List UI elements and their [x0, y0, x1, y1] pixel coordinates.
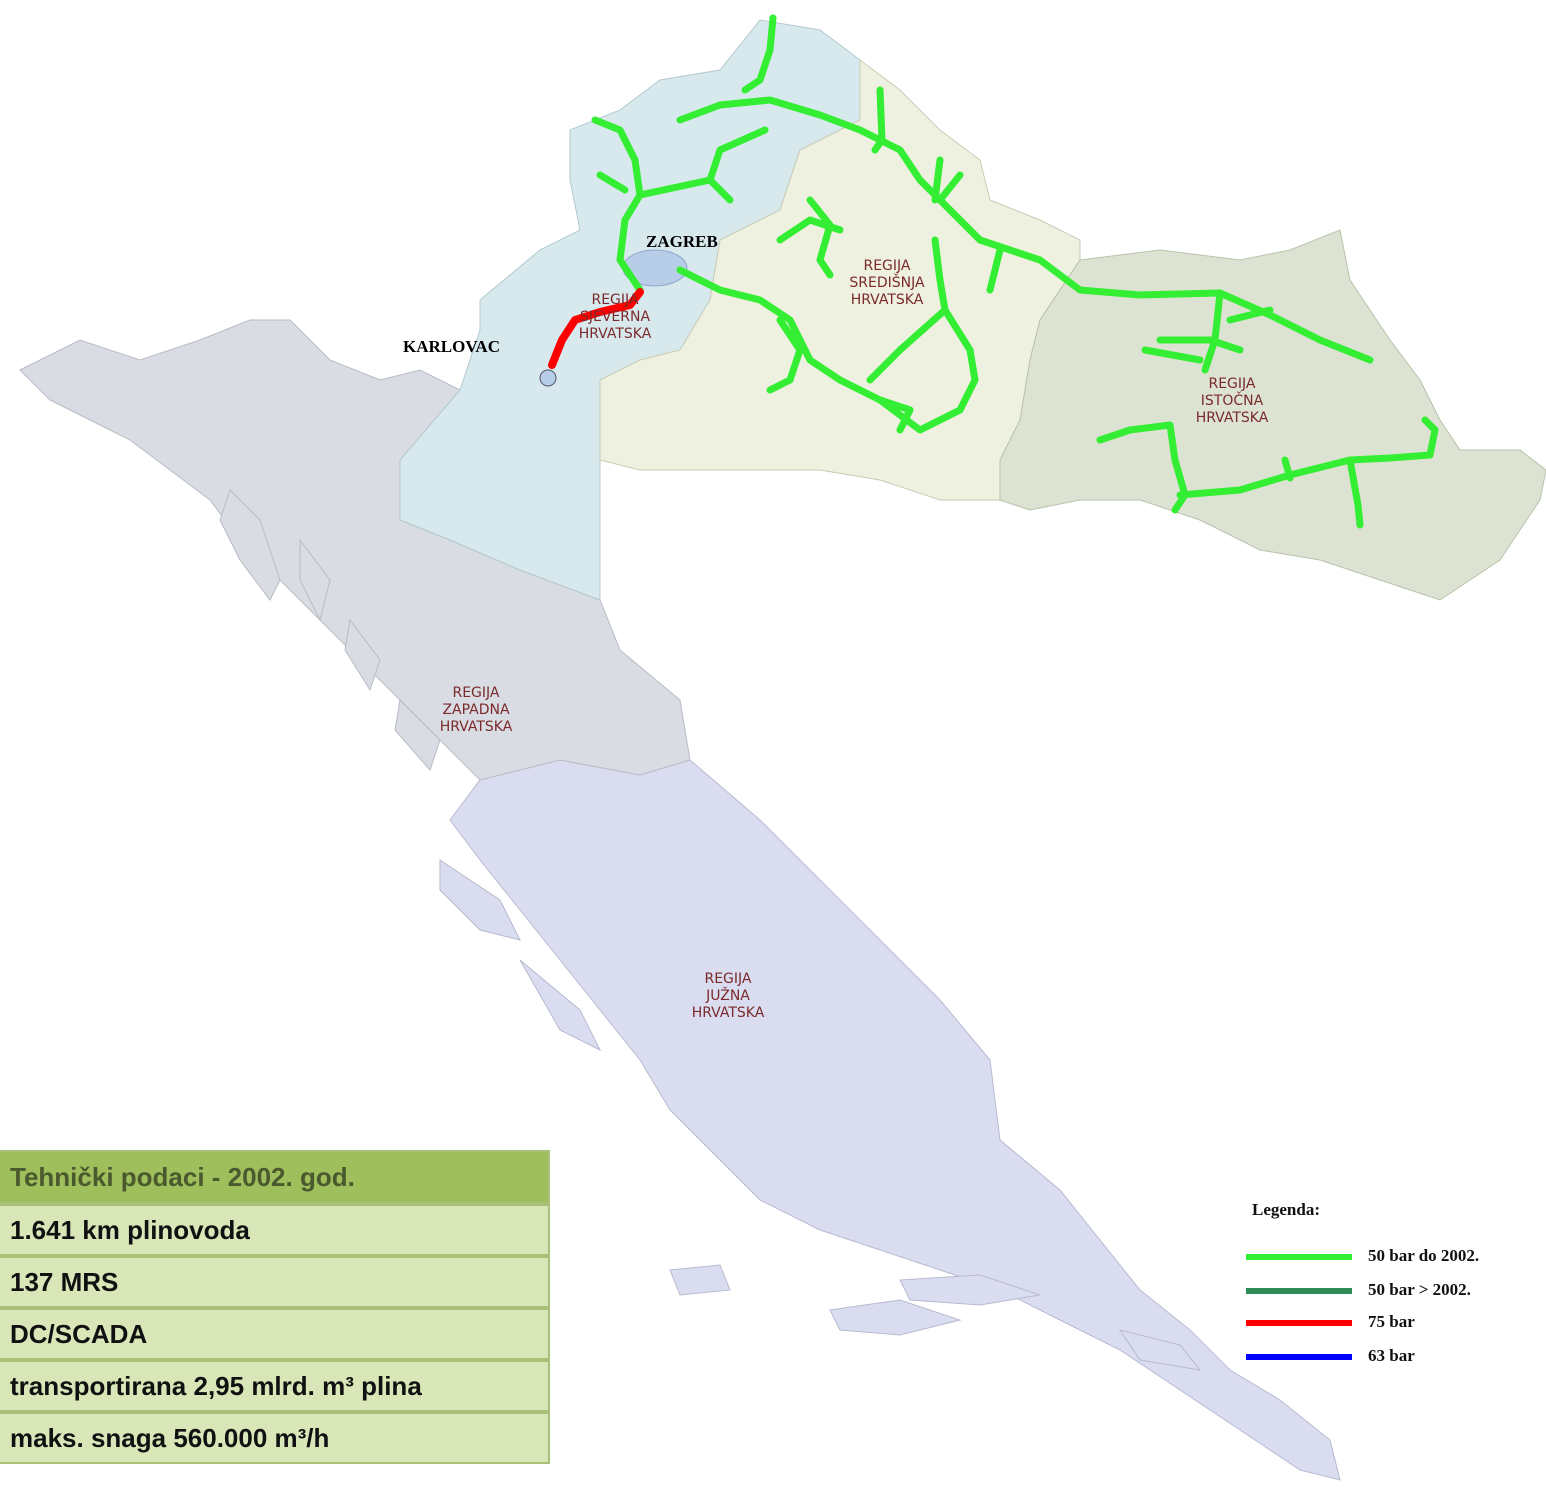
svg-text:SJEVERNA: SJEVERNA	[580, 309, 650, 325]
region-istocna-hrvatska	[999, 229, 1546, 601]
svg-text:REGIJA: REGIJA	[1208, 376, 1255, 392]
svg-text:REGIJA: REGIJA	[591, 292, 638, 308]
technical-data-row: 137 MRS	[0, 1256, 550, 1308]
svg-text:REGIJA: REGIJA	[452, 685, 499, 701]
region-label-sjeverna: REGIJA SJEVERNA HRVATSKA	[579, 292, 652, 342]
technical-data-table: Tehnički podaci - 2002. god. 1.641 km pl…	[0, 1150, 550, 1464]
legend-label: 50 bar > 2002.	[1368, 1280, 1471, 1299]
technical-data-row: maks. snaga 560.000 m³/h	[0, 1412, 550, 1464]
legend-swatch	[1246, 1254, 1352, 1260]
legend-swatch	[1246, 1320, 1352, 1326]
svg-text:JUŽNA: JUŽNA	[705, 986, 750, 1004]
legend-label: 63 bar	[1368, 1346, 1415, 1365]
legend-label: 50 bar do 2002.	[1368, 1246, 1480, 1265]
region-zapadna-hrvatska	[19, 319, 691, 781]
region-label-sredisnja: REGIJA SREDIŠNJA HRVATSKA	[849, 258, 925, 308]
region-sredisnja-hrvatska	[599, 59, 1081, 501]
karlovac-city-marker	[539, 369, 557, 387]
legend-title: Legenda:	[1252, 1200, 1320, 1219]
islands	[219, 489, 441, 771]
legend-item-75-bar: 75 bar	[1246, 1310, 1536, 1336]
city-label-karlovac: KARLOVAC	[403, 337, 500, 356]
technical-data-row: 1.641 km plinovoda	[0, 1204, 550, 1256]
legend-swatch	[1246, 1354, 1352, 1360]
city-label-zagreb: ZAGREB	[646, 232, 718, 251]
technical-data-row: DC/SCADA	[0, 1308, 550, 1360]
legend-item-63-bar: 63 bar	[1246, 1344, 1536, 1370]
islands-south	[439, 859, 1202, 1371]
svg-text:HRVATSKA: HRVATSKA	[692, 1005, 765, 1021]
pipeline-75-bar	[548, 288, 644, 369]
region-label-juzna: REGIJA JUŽNA HRVATSKA	[692, 971, 765, 1021]
svg-text:HRVATSKA: HRVATSKA	[440, 719, 513, 735]
region-juzna-hrvatska	[449, 759, 1341, 1481]
pipelines-50-bar-do-2002	[591, 14, 1439, 529]
svg-text:REGIJA: REGIJA	[704, 971, 751, 987]
svg-text:SREDIŠNJA: SREDIŠNJA	[849, 273, 925, 291]
legend-item-50-bar-do-2002: 50 bar do 2002.	[1246, 1244, 1536, 1270]
region-label-istocna: REGIJA ISTOČNA HRVATSKA	[1196, 376, 1269, 426]
technical-data-header: Tehnički podaci - 2002. god.	[0, 1150, 550, 1204]
legend-label: 75 bar	[1368, 1312, 1415, 1331]
svg-text:HRVATSKA: HRVATSKA	[851, 292, 924, 308]
legend-swatch	[1246, 1288, 1352, 1294]
svg-text:HRVATSKA: HRVATSKA	[579, 326, 652, 342]
legend-item-50-bar-after-2002: 50 bar > 2002.	[1246, 1278, 1536, 1304]
technical-data-row: transportirana 2,95 mlrd. m³ plina	[0, 1360, 550, 1412]
region-label-zapadna: REGIJA ZAPADNA HRVATSKA	[440, 685, 513, 735]
svg-text:HRVATSKA: HRVATSKA	[1196, 410, 1269, 426]
svg-text:REGIJA: REGIJA	[863, 258, 910, 274]
map-legend: Legenda: 50 bar do 2002. 50 bar > 2002. …	[1246, 1196, 1536, 1396]
svg-text:ZAPADNA: ZAPADNA	[442, 702, 510, 718]
svg-text:ISTOČNA: ISTOČNA	[1201, 391, 1264, 409]
